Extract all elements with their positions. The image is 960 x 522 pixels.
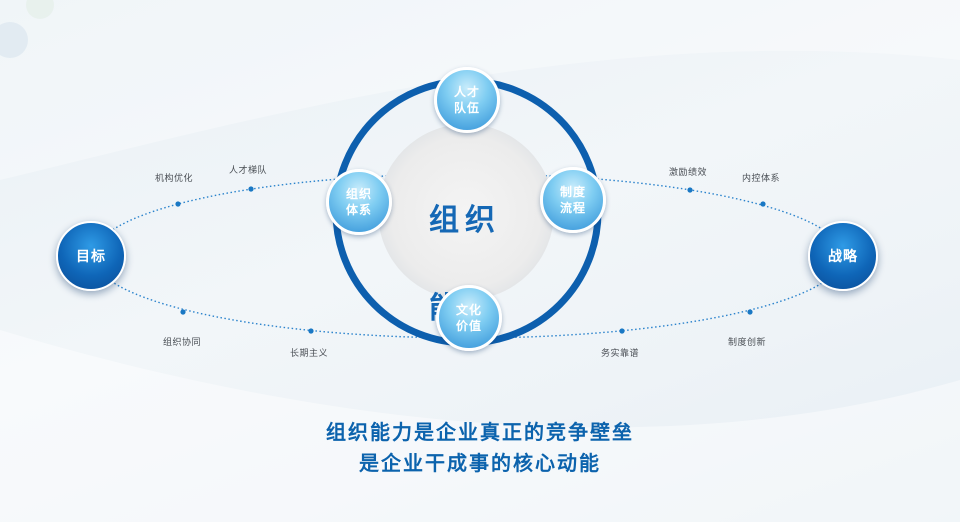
- orbit-dot: [760, 201, 766, 207]
- tagline-line1: 组织能力是企业真正的竞争壁垒: [326, 420, 634, 444]
- label-long-termism: 长期主义: [290, 349, 329, 359]
- node-org-system: 组织 体系: [326, 169, 392, 235]
- orbit-dot: [308, 328, 314, 334]
- node-process-system: 制度 流程: [540, 167, 606, 233]
- label-pragmatic-reliable: 务实靠谱: [601, 349, 640, 359]
- orbit-dots: [175, 186, 766, 334]
- node-culture-value: 文化 价值: [436, 285, 502, 351]
- orbit-dot: [248, 186, 254, 192]
- tagline-line2: 是企业干成事的核心动能: [359, 451, 601, 475]
- orbit-dot: [747, 309, 753, 315]
- label-org-synergy: 组织协同: [163, 338, 202, 348]
- label-structure-optimize: 机构优化: [155, 174, 194, 184]
- node-strategy: 战略: [808, 221, 878, 291]
- center-disc: [378, 124, 554, 300]
- label-talent-pipeline: 人才梯队: [229, 166, 268, 176]
- orbit-dot: [619, 328, 625, 334]
- orbit-dot: [175, 201, 181, 207]
- node-talent-team: 人才 队伍: [434, 67, 500, 133]
- orbit-dot: [180, 309, 186, 315]
- label-incentive-performance: 激励绩效: [669, 168, 708, 178]
- orbit-dot: [687, 187, 693, 193]
- label-system-innovation: 制度创新: [728, 338, 767, 348]
- node-goal: 目标: [56, 221, 126, 291]
- center-title-line1: 组织: [429, 203, 501, 238]
- label-internal-control: 内控体系: [742, 174, 781, 184]
